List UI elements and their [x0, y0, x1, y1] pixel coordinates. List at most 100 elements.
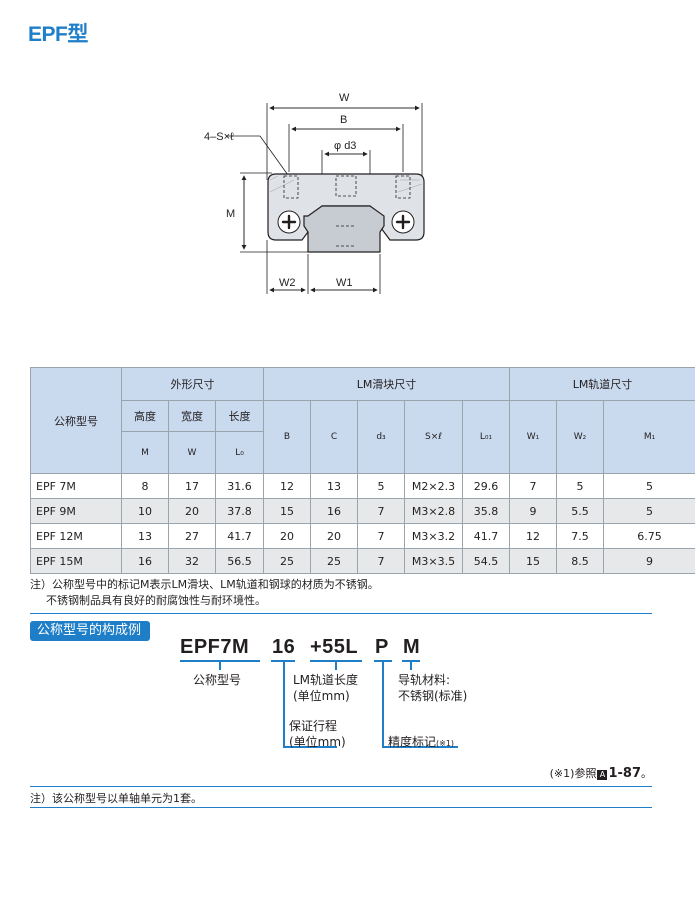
code-bar-model — [180, 660, 260, 662]
value-cell: 7 — [357, 523, 405, 549]
label-rail-length-unit: (单位mm) — [293, 689, 350, 703]
value-cell: 27 — [168, 523, 216, 549]
label-guarantee-unit: (单位mm) — [289, 735, 346, 749]
value-cell: 17 — [168, 473, 216, 499]
value-cell: 5 — [556, 473, 604, 499]
code-rail-length: +55L — [310, 636, 359, 658]
sub-height: 高度 — [121, 400, 169, 432]
value-cell: 5.5 — [556, 498, 604, 524]
value-cell: 6.75 — [602, 523, 695, 549]
value-cell: 37.8 — [215, 498, 264, 524]
value-cell: 15 — [263, 498, 311, 524]
dim-m-label: M — [226, 208, 235, 220]
value-cell: 5 — [602, 498, 695, 524]
value-cell: M3×2.8 — [404, 498, 463, 524]
table-note-1: 注）公称型号中的标记M表示LM滑块、LM轨道和钢球的材质为不锈钢。 — [30, 578, 379, 591]
reference-link[interactable]: 1-87 — [608, 766, 641, 781]
value-cell: 5 — [357, 473, 405, 499]
label-material-value: 不锈钢(标准) — [398, 689, 468, 703]
code-bar-accuracy — [374, 660, 392, 662]
model-cell: EPF 15M — [30, 548, 122, 574]
value-cell: 5 — [602, 473, 695, 499]
value-cell: 15 — [509, 548, 557, 574]
label-model: 公称型号 — [193, 673, 242, 687]
code-material: M — [403, 636, 421, 658]
label-material: 导轨材料: — [398, 673, 451, 687]
value-cell: 41.7 — [462, 523, 510, 549]
sub-width: 宽度 — [168, 400, 216, 432]
sym-sxl: S×ℓ — [404, 400, 463, 474]
value-cell: 20 — [263, 523, 311, 549]
model-cell: EPF 7M — [30, 473, 122, 499]
reference-box: A — [597, 770, 608, 780]
group-outer-dimensions: 外形尺寸 — [121, 367, 264, 401]
value-cell: 16 — [310, 498, 358, 524]
sym-c: C — [310, 400, 358, 474]
group-block-dimensions: LM滑块尺寸 — [263, 367, 510, 401]
divider — [30, 807, 652, 808]
sym-l01: L₀₁ — [462, 400, 510, 474]
value-cell: 13 — [310, 473, 358, 499]
value-cell: 7 — [357, 548, 405, 574]
code-bar-blocks — [271, 660, 295, 662]
value-cell: 9 — [509, 498, 557, 524]
dim-s-label: 4–S×ℓ — [204, 131, 234, 143]
sym-d3: d₃ — [357, 400, 405, 474]
value-cell: 16 — [121, 548, 169, 574]
value-cell: 32 — [168, 548, 216, 574]
dim-w2-label: W2 — [279, 277, 296, 289]
model-cell: EPF 12M — [30, 523, 122, 549]
value-cell: 9 — [602, 548, 695, 574]
sub-length: 长度 — [215, 400, 264, 432]
dim-d3-label: φ d3 — [334, 140, 356, 152]
value-cell: 54.5 — [462, 548, 510, 574]
value-cell: 35.8 — [462, 498, 510, 524]
section-label: 公称型号的构成例 — [30, 621, 151, 641]
value-cell: 25 — [263, 548, 311, 574]
label-guarantee: 保证行程 — [289, 719, 338, 733]
label-rail-length: LM轨道长度 — [293, 673, 359, 687]
value-cell: 56.5 — [215, 548, 264, 574]
dim-w1-label: W1 — [336, 277, 353, 289]
value-cell: M2×2.3 — [404, 473, 463, 499]
dim-b-label: B — [340, 114, 347, 126]
value-cell: 12 — [263, 473, 311, 499]
value-cell: M3×3.2 — [404, 523, 463, 549]
value-cell: 10 — [121, 498, 169, 524]
sym-b: B — [263, 400, 311, 474]
code-accuracy: P — [375, 636, 389, 658]
value-cell: 20 — [310, 523, 358, 549]
value-cell: 7.5 — [556, 523, 604, 549]
value-cell: 41.7 — [215, 523, 264, 549]
group-rail-dimensions: LM轨道尺寸 — [508, 367, 695, 401]
value-cell: 7 — [509, 473, 557, 499]
code-bar-length — [310, 660, 362, 662]
col-model-header: 公称型号 — [30, 367, 122, 474]
spec-table: 公称型号 外形尺寸 LM滑块尺寸 LM轨道尺寸 高度 宽度 长度 B C d₃ … — [30, 367, 695, 574]
sym-w2: W₂ — [556, 400, 604, 474]
cross-section-drawing: W B φ d3 4–S×ℓ M W2 W1 — [204, 92, 425, 294]
value-cell: 7 — [357, 498, 405, 524]
value-cell: 31.6 — [215, 473, 264, 499]
page-title: EPF型 — [28, 23, 88, 46]
sym-l0: L₀ — [215, 431, 264, 474]
code-model: EPF7M — [180, 636, 250, 658]
sym-m: M — [121, 431, 169, 474]
divider — [30, 613, 652, 614]
sym-w1: W₁ — [509, 400, 557, 474]
value-cell: 25 — [310, 548, 358, 574]
unit-note: 注）该公称型号以单轴单元为1套。 — [30, 792, 202, 805]
sym-m1: M₁ — [602, 400, 695, 474]
value-cell: 12 — [509, 523, 557, 549]
value-cell: 13 — [121, 523, 169, 549]
code-bar-material — [402, 660, 420, 662]
value-cell: 8 — [121, 473, 169, 499]
value-cell: 29.6 — [462, 473, 510, 499]
code-blocks: 16 — [272, 636, 296, 658]
label-accuracy: 精度标记(※1) — [388, 735, 455, 749]
